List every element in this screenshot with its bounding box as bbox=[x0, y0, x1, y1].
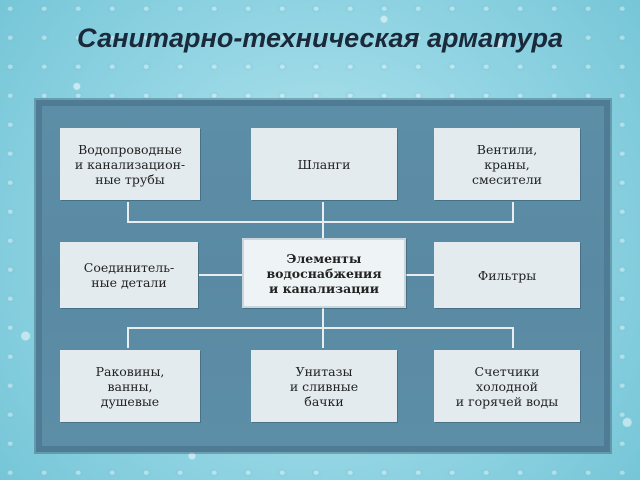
box-sinks: Раковины, ванны, душевые bbox=[60, 350, 200, 422]
slide-title: Санитарно-техническая арматура bbox=[77, 23, 563, 53]
box-filters: Фильтры bbox=[434, 242, 580, 308]
connector-lines bbox=[127, 202, 514, 348]
box-meters: Счетчики холодной и горячей воды bbox=[434, 350, 580, 422]
box-fittings: Соединитель- ные детали bbox=[60, 242, 198, 308]
diagram-panel: Водопроводные и канализацион- ные трубы … bbox=[36, 100, 610, 452]
box-pipes: Водопроводные и канализацион- ные трубы bbox=[60, 128, 200, 200]
connector-bottom-left bbox=[127, 327, 514, 348]
connector-top-right bbox=[323, 202, 514, 223]
box-valves: Вентили, краны, смесители bbox=[434, 128, 580, 200]
box-hoses: Шланги bbox=[251, 128, 397, 200]
box-toilets: Унитазы и сливные бачки bbox=[251, 350, 397, 422]
box-center-elements: Элементы водоснабжения и канализации bbox=[242, 238, 406, 308]
connector-top-left bbox=[127, 202, 324, 238]
